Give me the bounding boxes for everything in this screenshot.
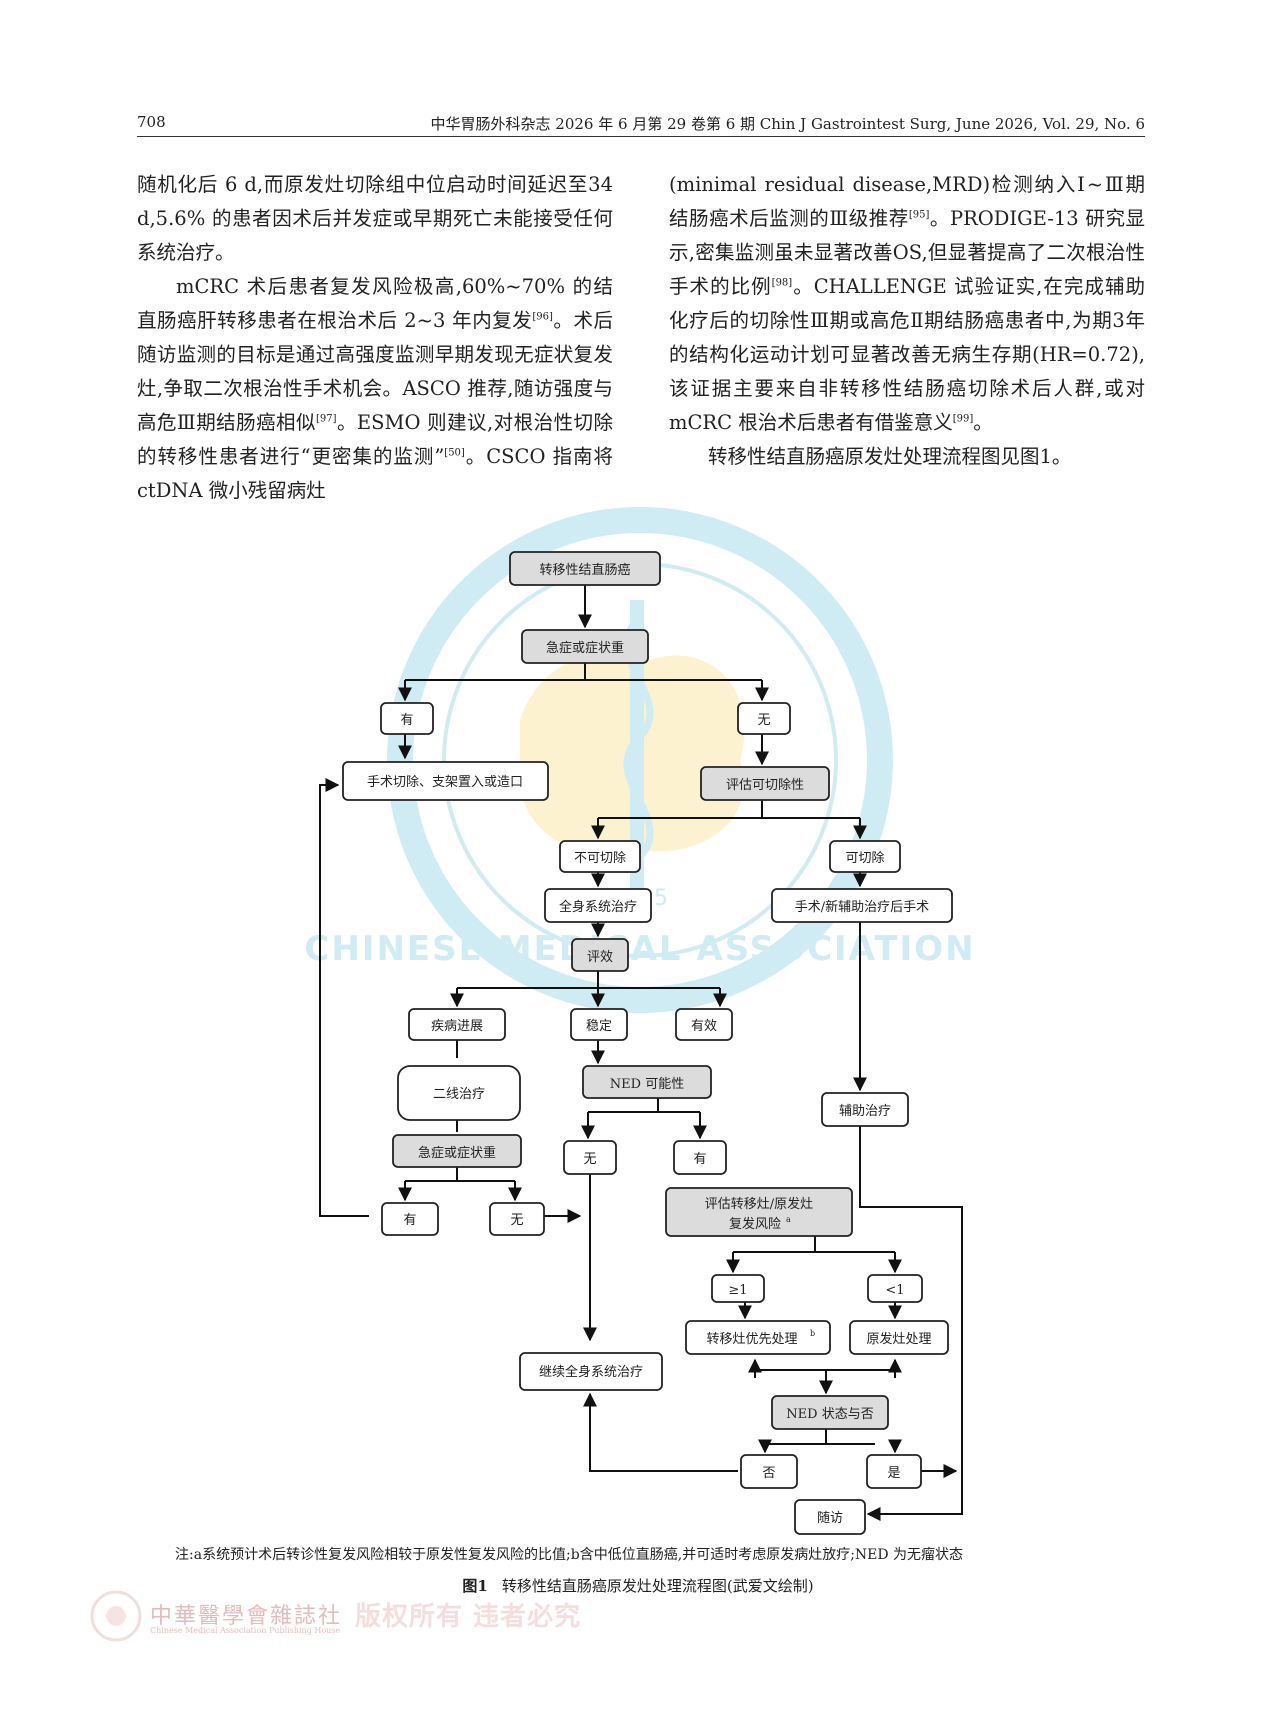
flow-node-no-3: 否 — [740, 1454, 798, 1489]
flow-node-no: 无 — [737, 702, 791, 735]
svg-text:急症或症状重: 急症或症状重 — [418, 1145, 496, 1161]
paragraph: (minimal residual disease,MRD)检测纳入Ⅰ~Ⅲ期结肠… — [669, 173, 1145, 434]
flow-node-neoadjuvant-surgery: 手术/新辅助治疗后手术 — [771, 888, 953, 923]
flow-node-unresectable: 不可切除 — [559, 840, 641, 873]
watermark: CHINESE MEDICAL ASSOCIATION 1915 — [304, 507, 975, 1013]
publisher-logo-icon — [90, 1590, 142, 1642]
svg-text:无: 无 — [510, 1213, 523, 1228]
svg-text:NED 可能性: NED 可能性 — [610, 1077, 684, 1092]
svg-text:a: a — [786, 1215, 791, 1224]
flow-node-metastasis-first: 转移灶优先处理 b — [685, 1320, 831, 1355]
page-number: 708 — [137, 113, 166, 131]
figure-title: 转移性结直肠癌原发灶处理流程图(武爱文绘制) — [501, 1577, 814, 1595]
svg-text:评效: 评效 — [587, 950, 613, 965]
flow-node-yes: 有 — [380, 702, 434, 735]
flow-node-emergency-2: 急症或症状重 — [392, 1134, 522, 1168]
figure-label: 图1 — [462, 1577, 488, 1595]
svg-text:复发风险: 复发风险 — [729, 1216, 781, 1232]
copyright-watermark: 版权所有 违者必究 — [355, 1602, 582, 1632]
svg-text:评估可切除性: 评估可切除性 — [726, 778, 804, 793]
svg-text:有: 有 — [403, 1213, 416, 1228]
svg-text:手术切除、支架置入或造口: 手术切除、支架置入或造口 — [367, 775, 523, 790]
flow-node-no-2: 无 — [489, 1202, 545, 1236]
flow-node-start: 转移性结直肠癌 — [509, 551, 661, 586]
flow-node-yes-2: 有 — [381, 1202, 439, 1236]
svg-text:有效: 有效 — [691, 1019, 717, 1034]
flow-node-emergency: 急症或症状重 — [521, 629, 649, 664]
flow-node-ratio-lt1: <1 — [867, 1274, 923, 1303]
flow-node-stable: 稳定 — [570, 1008, 628, 1041]
svg-text:继续全身系统治疗: 继续全身系统治疗 — [539, 1364, 643, 1380]
flow-node-continue-systemic: 继续全身系统治疗 — [519, 1352, 663, 1391]
flow-node-surgery: 手术切除、支架置入或造口 — [342, 761, 549, 801]
svg-text:手术/新辅助治疗后手术: 手术/新辅助治疗后手术 — [795, 899, 929, 915]
svg-text:b: b — [810, 1329, 815, 1338]
header-rule — [137, 136, 1145, 137]
svg-text:<1: <1 — [885, 1283, 904, 1298]
svg-text:NED 状态与否: NED 状态与否 — [786, 1407, 873, 1422]
svg-text:评估转移灶/原发灶: 评估转移灶/原发灶 — [705, 1196, 813, 1212]
flow-node-effective: 有效 — [675, 1008, 733, 1041]
svg-text:无: 无 — [757, 713, 770, 728]
flow-node-ned-no: 无 — [563, 1140, 617, 1175]
svg-text:有: 有 — [693, 1152, 706, 1167]
svg-text:否: 否 — [762, 1466, 775, 1481]
flow-node-progression: 疾病进展 — [408, 1008, 506, 1041]
svg-text:全身系统治疗: 全身系统治疗 — [559, 899, 637, 915]
flow-node-ratio-ge1: ≥1 — [711, 1274, 765, 1303]
flow-node-ned-yes: 有 — [673, 1140, 727, 1175]
journal-header: 中华胃肠外科杂志 2026 年 6 月第 29 卷第 6 期 Chin J Ga… — [430, 115, 1145, 133]
paragraph: mCRC 术后患者复发风险极高,60%~70% 的结直肠癌肝转移患者在根治术后 … — [137, 275, 613, 502]
svg-text:是: 是 — [887, 1466, 900, 1481]
publisher-name-en: Chinese Medical Association Publishing H… — [150, 1626, 341, 1635]
watermark-text-en: CHINESE MEDICAL ASSOCIATION — [304, 929, 975, 969]
svg-text:辅助治疗: 辅助治疗 — [839, 1104, 891, 1119]
paragraph: 随机化后 6 d,而原发灶切除组中位启动时间延迟至34 d,5.6% 的患者因术… — [137, 173, 613, 264]
svg-text:有: 有 — [400, 713, 413, 728]
svg-text:急症或症状重: 急症或症状重 — [546, 640, 624, 656]
flow-node-adjuvant: 辅助治疗 — [821, 1092, 909, 1127]
flow-node-followup: 随访 — [794, 1499, 866, 1535]
paragraph: 转移性结直肠癌原发灶处理流程图见图1。 — [708, 445, 1072, 468]
flow-node-yes-3: 是 — [866, 1454, 922, 1489]
svg-text:不可切除: 不可切除 — [574, 851, 626, 866]
svg-text:稳定: 稳定 — [586, 1018, 612, 1034]
svg-text:随访: 随访 — [817, 1511, 843, 1526]
figure-note: 注:a系统预计术后转诊性复发风险相较于原发性复发风险的比值;b含中低位直肠癌,并… — [175, 1547, 964, 1563]
flow-node-assess-resectability: 评估可切除性 — [700, 766, 830, 801]
svg-text:疾病进展: 疾病进展 — [431, 1019, 483, 1034]
svg-text:转移性结直肠癌: 转移性结直肠癌 — [539, 562, 630, 578]
svg-text:转移灶优先处理: 转移灶优先处理 — [706, 1332, 797, 1347]
figure-caption: 图1 转移性结直肠癌原发灶处理流程图(武爱文绘制) — [0, 1575, 1276, 1596]
flow-node-systemic-therapy: 全身系统治疗 — [544, 888, 652, 923]
svg-text:二线治疗: 二线治疗 — [433, 1087, 485, 1102]
svg-text:原发灶处理: 原发灶处理 — [866, 1331, 931, 1347]
flow-node-evaluate: 评效 — [571, 938, 629, 972]
flow-node-primary-treatment: 原发灶处理 — [849, 1320, 949, 1355]
flow-node-second-line: 二线治疗 — [397, 1065, 521, 1121]
body-column-right: (minimal residual disease,MRD)检测纳入Ⅰ~Ⅲ期结肠… — [669, 168, 1145, 474]
flow-node-ned-status: NED 状态与否 — [771, 1395, 889, 1430]
svg-text:≥1: ≥1 — [728, 1283, 747, 1298]
publisher-name: 中華醫學會雜誌社 — [150, 1604, 343, 1629]
svg-text:无: 无 — [583, 1152, 596, 1167]
svg-text:可切除: 可切除 — [845, 851, 884, 866]
flow-node-resectable: 可切除 — [829, 840, 901, 873]
body-column-left: 随机化后 6 d,而原发灶切除组中位启动时间延迟至34 d,5.6% 的患者因术… — [137, 168, 613, 508]
flow-node-ned-possibility: NED 可能性 — [582, 1065, 712, 1099]
